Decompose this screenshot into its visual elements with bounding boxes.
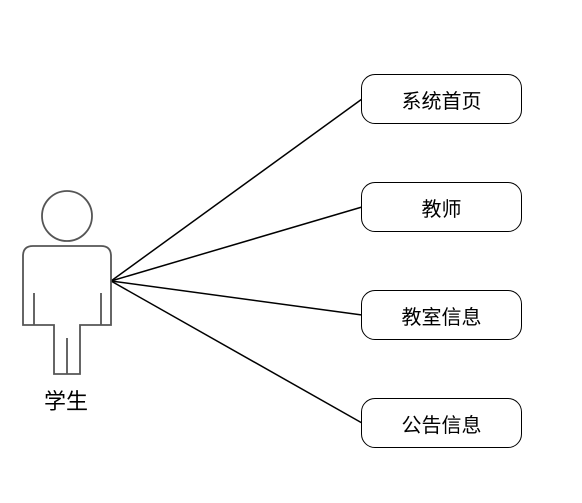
actor-head — [41, 190, 93, 242]
use-case-label: 教师 — [421, 196, 462, 221]
actor-body — [22, 245, 112, 375]
actor-label: 学生 — [43, 390, 88, 415]
use-case-label: 系统首页 — [401, 88, 482, 113]
use-case-notice-info[interactable]: 公告信息 — [361, 398, 522, 448]
association-line-teacher — [110, 206, 363, 282]
association-line-classroom — [110, 280, 363, 316]
association-line-notice — [110, 280, 363, 424]
association-line-home — [110, 98, 363, 282]
association-lines — [110, 98, 363, 424]
use-case-label: 教室信息 — [401, 304, 482, 329]
use-case-teacher[interactable]: 教师 — [361, 182, 522, 232]
use-case-label: 公告信息 — [401, 412, 482, 437]
use-case-classroom-info[interactable]: 教室信息 — [361, 290, 522, 340]
actor-person-icon — [22, 190, 112, 375]
use-case-home[interactable]: 系统首页 — [361, 74, 522, 124]
